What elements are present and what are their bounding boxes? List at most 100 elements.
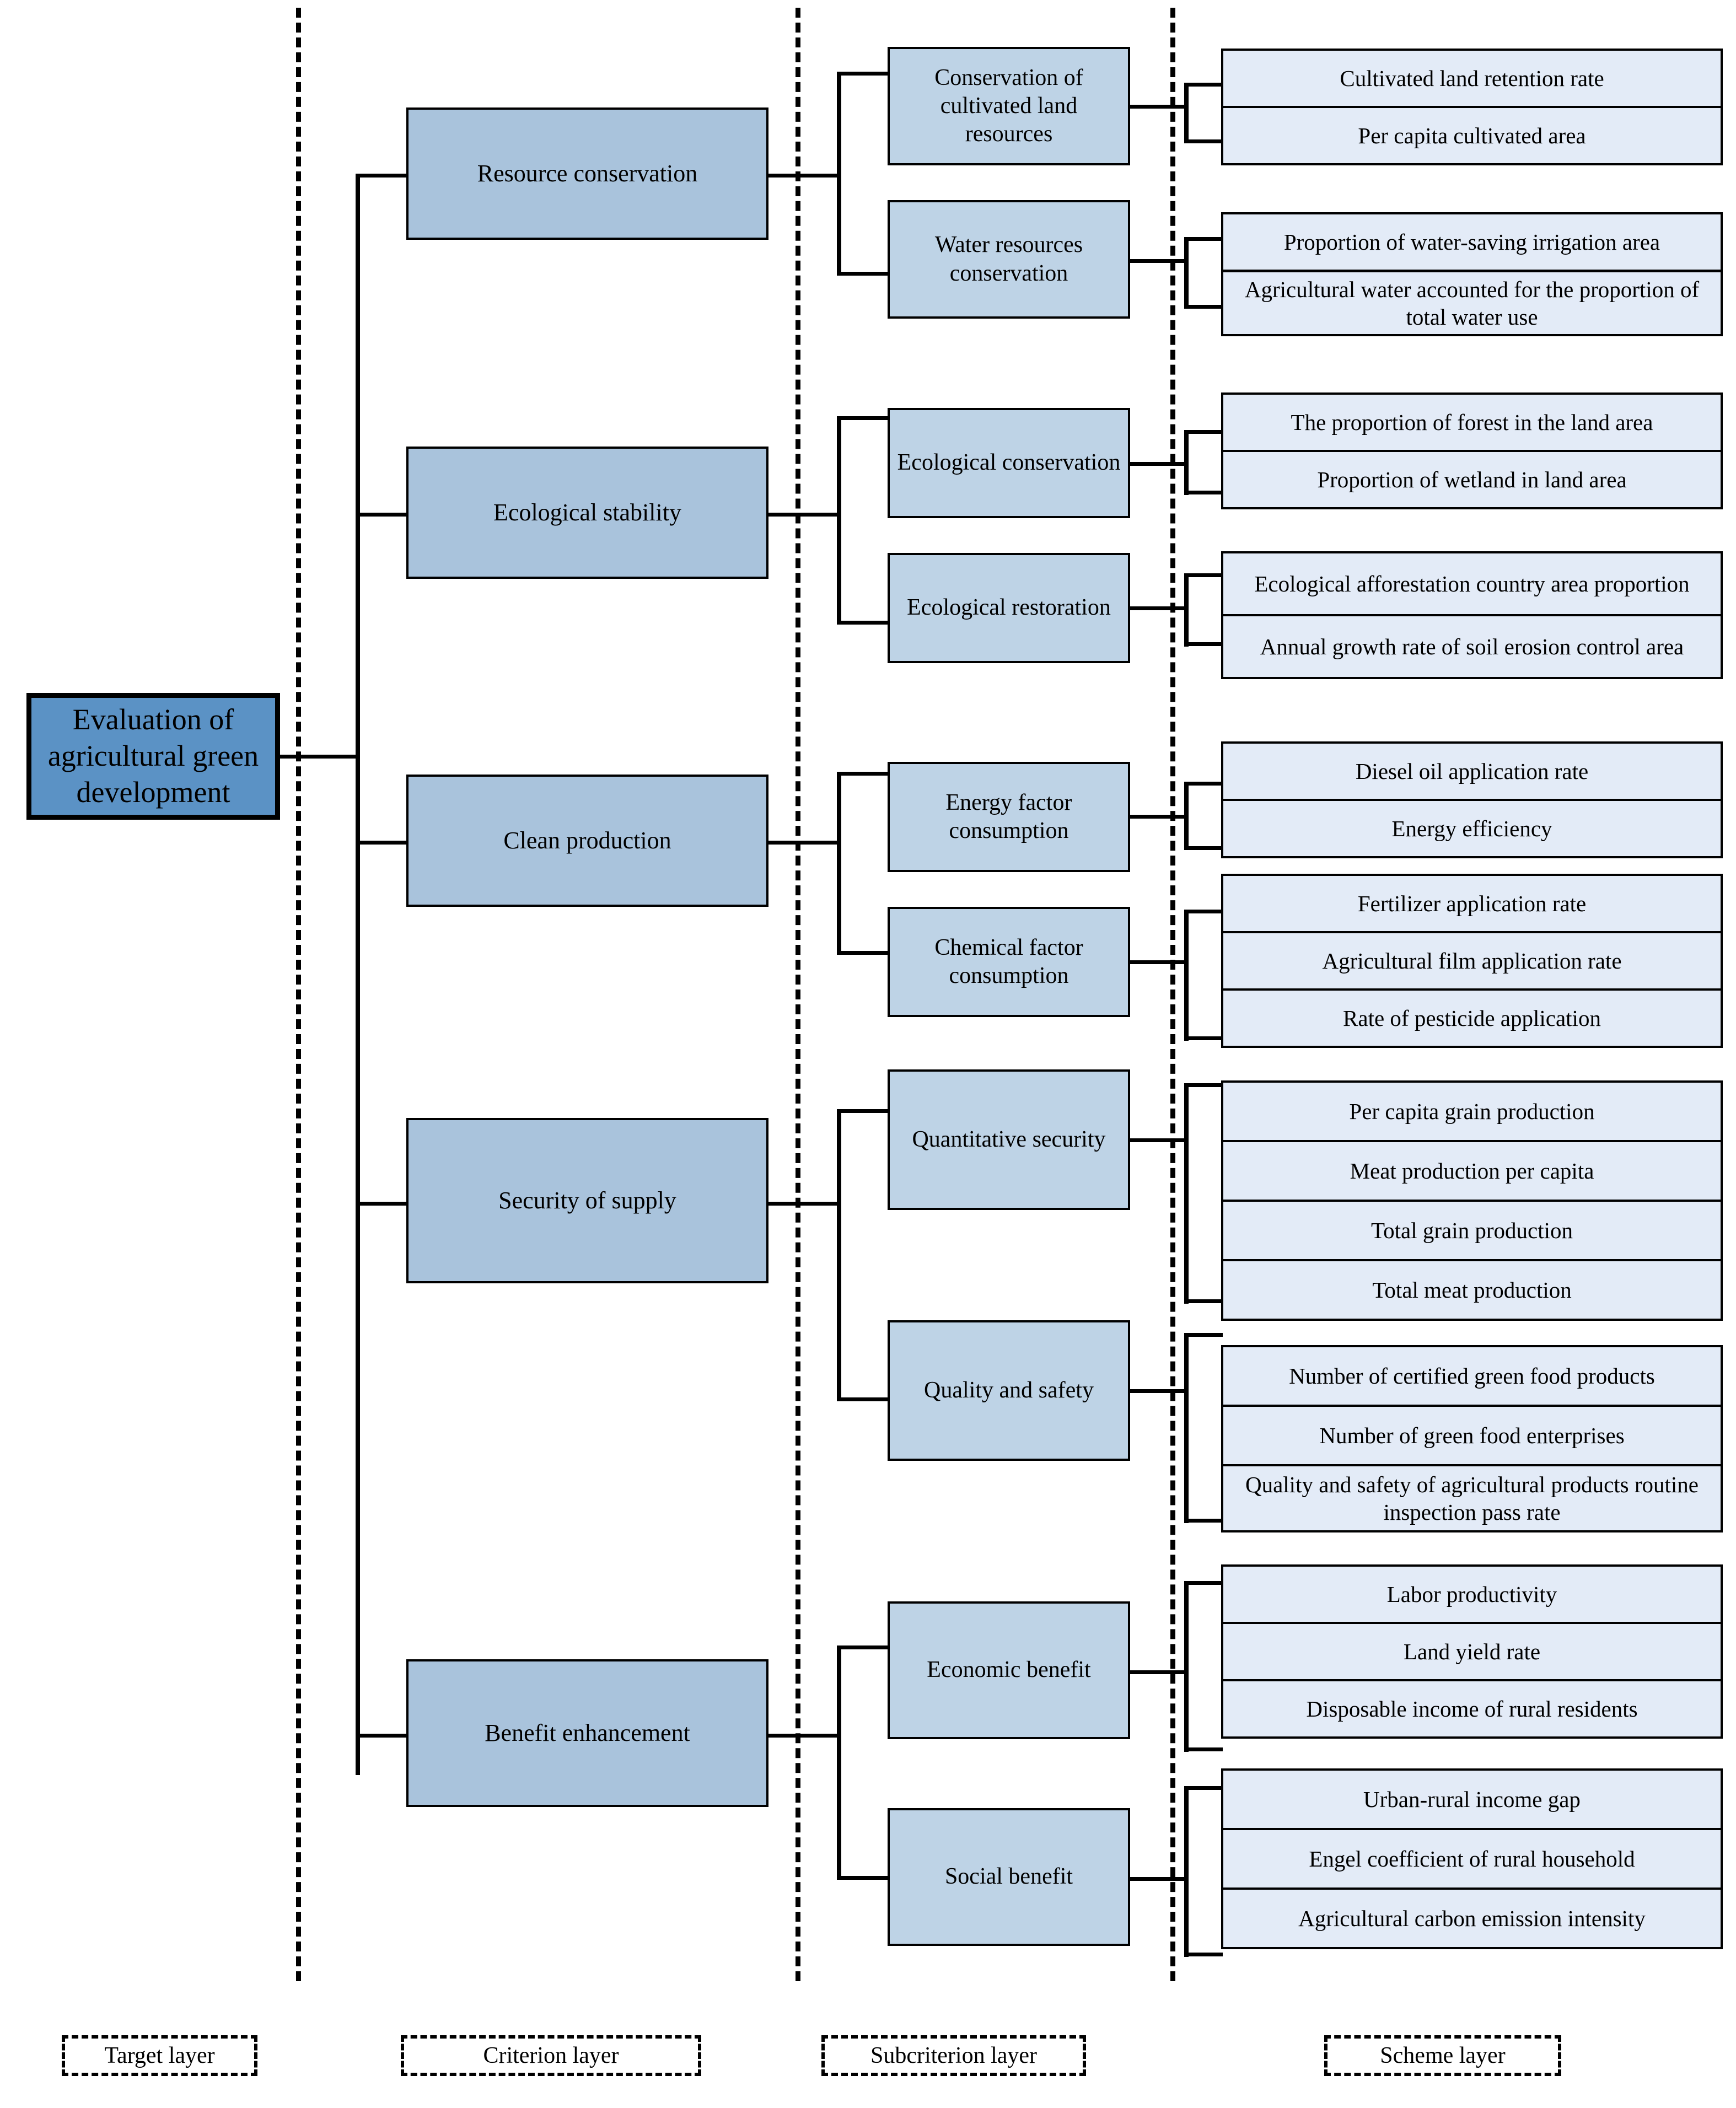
scheme-node[interactable]: Cultivated land retention rate [1221, 49, 1723, 108]
subcriterion-label: Social benefit [944, 1864, 1073, 1890]
connector-c2-spine [837, 416, 841, 625]
connector-c2-stub [768, 513, 840, 517]
layer-caption-criterion: Criterion layer [401, 2035, 701, 2076]
connector-c1-spine [837, 72, 841, 276]
target-node[interactable]: Evaluation of agricultural green develop… [26, 693, 280, 820]
connector-s4-arm-1 [1184, 573, 1223, 577]
scheme-node[interactable]: Labor productivity [1221, 1564, 1723, 1624]
scheme-node[interactable]: Ecological afforestation country area pr… [1221, 551, 1723, 616]
scheme-label: Annual growth rate of soil erosion contr… [1260, 633, 1684, 659]
connector-c3-spine [837, 772, 841, 955]
subcriterion-node-quantitative-security[interactable]: Quantitative security [888, 1069, 1130, 1210]
scheme-node[interactable]: Per capita cultivated area [1221, 106, 1723, 165]
subcriterion-node-water-resources-conservation[interactable]: Water resources conservation [888, 200, 1130, 319]
connector-s9-spine [1184, 1581, 1189, 1752]
connector-c5-arm-2 [837, 1876, 912, 1880]
scheme-label: Number of certified green food products [1289, 1363, 1655, 1389]
connector-s3-spine [1184, 430, 1189, 495]
target-node-label: Evaluation of agricultural green develop… [47, 703, 259, 809]
connector-s5-arm-2 [1184, 846, 1223, 850]
connector-s7-stub [1130, 1138, 1188, 1142]
layer-caption-subcriterion: Subcriterion layer [821, 2035, 1086, 2076]
scheme-node[interactable]: Total grain production [1221, 1200, 1723, 1261]
connector-criterion-arm-2 [356, 513, 408, 517]
scheme-label: Labor productivity [1386, 1581, 1557, 1607]
subcriterion-node-economic-benefit[interactable]: Economic benefit [888, 1601, 1130, 1739]
criterion-label: Clean production [503, 827, 671, 854]
connector-c4-arm-1 [837, 1109, 912, 1113]
scheme-node[interactable]: Proportion of water-saving irrigation ar… [1221, 212, 1723, 272]
subcriterion-node-ecological-conservation[interactable]: Ecological conservation [888, 408, 1130, 518]
connector-s4-spine [1184, 573, 1189, 647]
connector-c1-arm-2 [837, 272, 912, 276]
layer-caption-label: Scheme layer [1380, 2043, 1506, 2068]
subcriterion-node-conservation-cultivated-land[interactable]: Conservation of cultivated land resource… [888, 47, 1130, 165]
scheme-label: Proportion of water-saving irrigation ar… [1283, 229, 1660, 255]
connector-s7-spine [1184, 1083, 1189, 1304]
layer-caption-target: Target layer [62, 2035, 257, 2076]
subcriterion-label: Quality and safety [924, 1377, 1094, 1403]
connector-c1-arm-1 [837, 72, 912, 76]
subcriterion-node-chemical-factor-consumption[interactable]: Chemical factor consumption [888, 907, 1130, 1017]
scheme-node[interactable]: Disposable income of rural residents [1221, 1679, 1723, 1739]
connector-s8-arm-1 [1184, 1333, 1223, 1337]
scheme-node[interactable]: Agricultural film application rate [1221, 931, 1723, 991]
connector-s6-arm-1 [1184, 910, 1223, 913]
scheme-node[interactable]: Agricultural water accounted for the pro… [1221, 270, 1723, 336]
scheme-node[interactable]: Urban-rural income gap [1221, 1768, 1723, 1830]
scheme-node[interactable]: Meat production per capita [1221, 1140, 1723, 1202]
scheme-node[interactable]: Agricultural carbon emission intensity [1221, 1887, 1723, 1949]
scheme-node[interactable]: The proportion of forest in the land are… [1221, 392, 1723, 452]
connector-s4-arm-2 [1184, 642, 1223, 646]
scheme-label: Energy efficiency [1391, 815, 1552, 841]
scheme-node[interactable]: Total meat production [1221, 1259, 1723, 1321]
scheme-node[interactable]: Energy efficiency [1221, 799, 1723, 858]
subcriterion-node-quality-and-safety[interactable]: Quality and safety [888, 1320, 1130, 1461]
connector-criterion-arm-4 [356, 1202, 408, 1206]
scheme-node[interactable]: Number of green food enterprises [1221, 1405, 1723, 1466]
connector-criterion-arm-1 [356, 174, 408, 178]
scheme-label: Total meat production [1372, 1277, 1572, 1303]
criterion-node-security-of-supply[interactable]: Security of supply [406, 1118, 768, 1283]
scheme-node[interactable]: Quality and safety of agricultural produ… [1221, 1464, 1723, 1532]
scheme-node[interactable]: Fertilizer application rate [1221, 874, 1723, 933]
scheme-label: Total grain production [1370, 1217, 1573, 1243]
subcriterion-node-social-benefit[interactable]: Social benefit [888, 1808, 1130, 1946]
subcriterion-label: Ecological conservation [897, 450, 1121, 476]
subcriterion-node-ecological-restoration[interactable]: Ecological restoration [888, 553, 1130, 663]
scheme-node[interactable]: Rate of pesticide application [1221, 988, 1723, 1048]
scheme-label: Proportion of wetland in land area [1317, 466, 1627, 492]
scheme-label: Cultivated land retention rate [1340, 65, 1604, 91]
subcriterion-label: Quantitative security [912, 1126, 1106, 1152]
scheme-node[interactable]: Land yield rate [1221, 1622, 1723, 1681]
scheme-label: Land yield rate [1403, 1638, 1541, 1664]
connector-criterion-arm-5 [356, 1734, 408, 1738]
scheme-label: Per capita grain production [1349, 1098, 1595, 1124]
connector-s3-arm-2 [1184, 491, 1223, 494]
criterion-node-ecological-stability[interactable]: Ecological stability [406, 447, 768, 579]
subcriterion-label: Water resources conservation [934, 232, 1083, 286]
criterion-node-benefit-enhancement[interactable]: Benefit enhancement [406, 1659, 768, 1807]
scheme-label: Urban-rural income gap [1363, 1786, 1581, 1812]
connector-s7-arm-2 [1184, 1299, 1223, 1303]
connector-s2-arm-2 [1184, 305, 1223, 309]
criterion-node-clean-production[interactable]: Clean production [406, 775, 768, 907]
connector-target-stub [280, 755, 357, 759]
connector-c2-arm-1 [837, 416, 912, 420]
subcriterion-label: Economic benefit [927, 1657, 1091, 1683]
connector-s5-spine [1184, 782, 1189, 850]
layer-caption-scheme: Scheme layer [1324, 2035, 1561, 2076]
criterion-node-resource-conservation[interactable]: Resource conservation [406, 107, 768, 240]
scheme-node[interactable]: Engel coefficient of rural household [1221, 1828, 1723, 1890]
scheme-node[interactable]: Per capita grain production [1221, 1080, 1723, 1142]
scheme-label: Ecological afforestation country area pr… [1254, 571, 1690, 596]
separator-subcriterion-scheme [1170, 8, 1175, 1981]
scheme-node[interactable]: Diesel oil application rate [1221, 741, 1723, 801]
connector-s1-arm-1 [1184, 83, 1223, 87]
criterion-label: Ecological stability [493, 499, 681, 526]
scheme-node[interactable]: Annual growth rate of soil erosion contr… [1221, 614, 1723, 679]
scheme-node[interactable]: Proportion of wetland in land area [1221, 450, 1723, 509]
subcriterion-node-energy-factor-consumption[interactable]: Energy factor consumption [888, 762, 1130, 872]
subcriterion-label: Conservation of cultivated land resource… [934, 64, 1083, 147]
scheme-node[interactable]: Number of certified green food products [1221, 1345, 1723, 1407]
